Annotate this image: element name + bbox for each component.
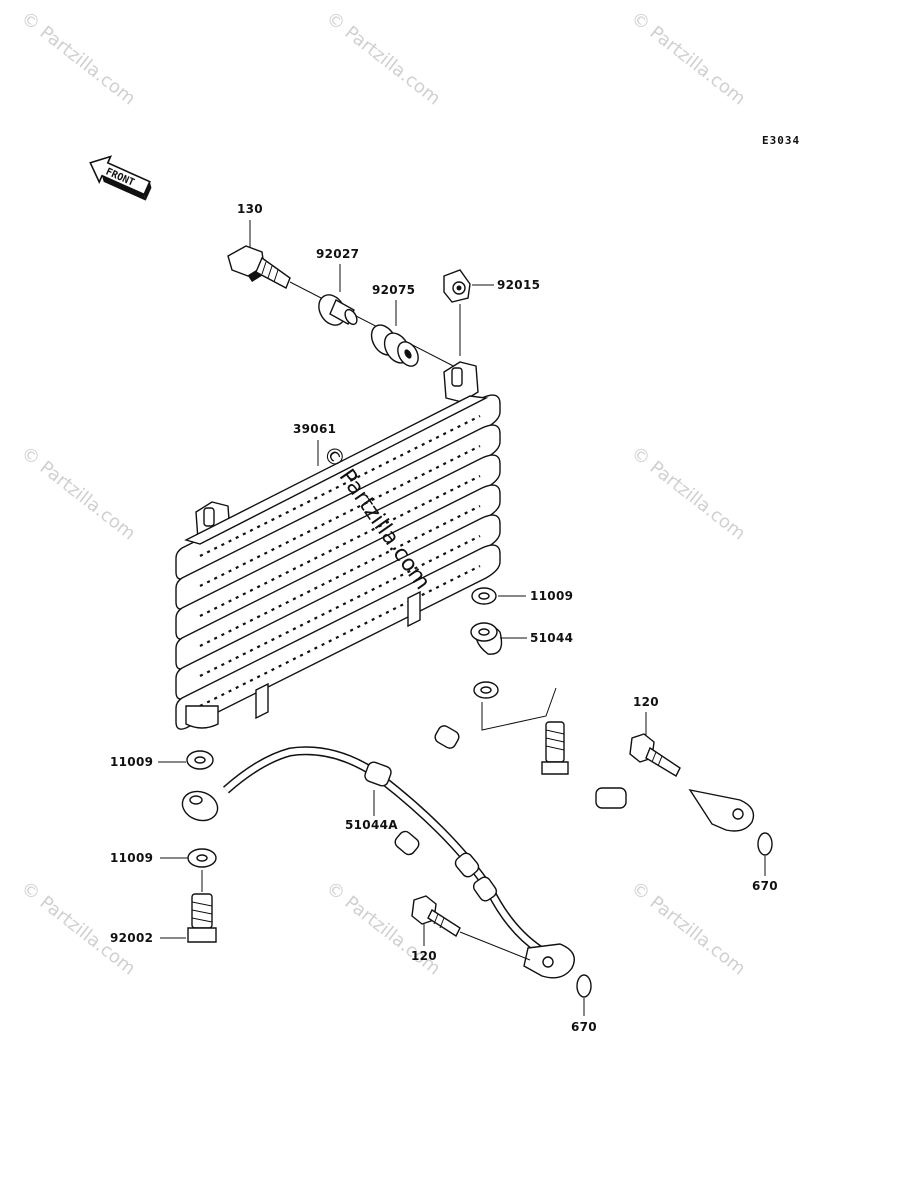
label-92075: 92075: [372, 283, 415, 297]
cooler-core: [175, 394, 501, 730]
oil-pipe-51044A: [181, 746, 575, 979]
watermark: © Partzilla.com: [322, 877, 444, 979]
bolt-120-lower: [411, 895, 531, 961]
watermark: © Partzilla.com: [627, 877, 749, 979]
label-11009-lower: 11009: [110, 851, 153, 865]
washer-and-bolt-right: [473, 681, 569, 775]
watermark: © Partzilla.com: [17, 7, 139, 109]
label-92002: 92002: [110, 931, 153, 945]
collar-92027: [318, 294, 358, 326]
label-130: 130: [237, 202, 263, 216]
diagram-code: E3034: [762, 134, 800, 147]
bolt-130: [227, 245, 291, 289]
label-120-lower: 120: [411, 949, 437, 963]
oil-pipe-51044: [391, 622, 755, 832]
label-11009-right: 11009: [530, 589, 573, 603]
washer-11009-left: [186, 750, 214, 770]
label-11009-left: 11009: [110, 755, 153, 769]
label-51044: 51044: [530, 631, 573, 645]
nut-92015: [443, 269, 471, 303]
label-120-right: 120: [633, 695, 659, 709]
front-arrow-icon: FRONT: [89, 155, 152, 201]
grommet-92075: [370, 324, 419, 367]
label-670-lower: 670: [571, 1020, 597, 1034]
watermark: © Partzilla.com: [627, 7, 749, 109]
oil-cooler-39061: [175, 361, 501, 730]
watermark: © Partzilla.com: [322, 7, 444, 109]
o-ring-670-right: [757, 832, 773, 856]
label-39061: 39061: [293, 422, 336, 436]
label-51044A: 51044A: [345, 818, 398, 832]
bolt-120-right: [629, 733, 681, 777]
label-92015: 92015: [497, 278, 540, 292]
label-92027: 92027: [316, 247, 359, 261]
bolt-92002: [187, 870, 217, 943]
o-ring-670-lower: [576, 974, 592, 998]
label-670-right: 670: [752, 879, 778, 893]
watermark: © Partzilla.com: [17, 877, 139, 979]
washer-11009-right: [471, 587, 497, 605]
watermark: © Partzilla.com: [17, 442, 139, 544]
washer-11009-lower: [187, 848, 217, 868]
watermark: © Partzilla.com: [627, 442, 749, 544]
